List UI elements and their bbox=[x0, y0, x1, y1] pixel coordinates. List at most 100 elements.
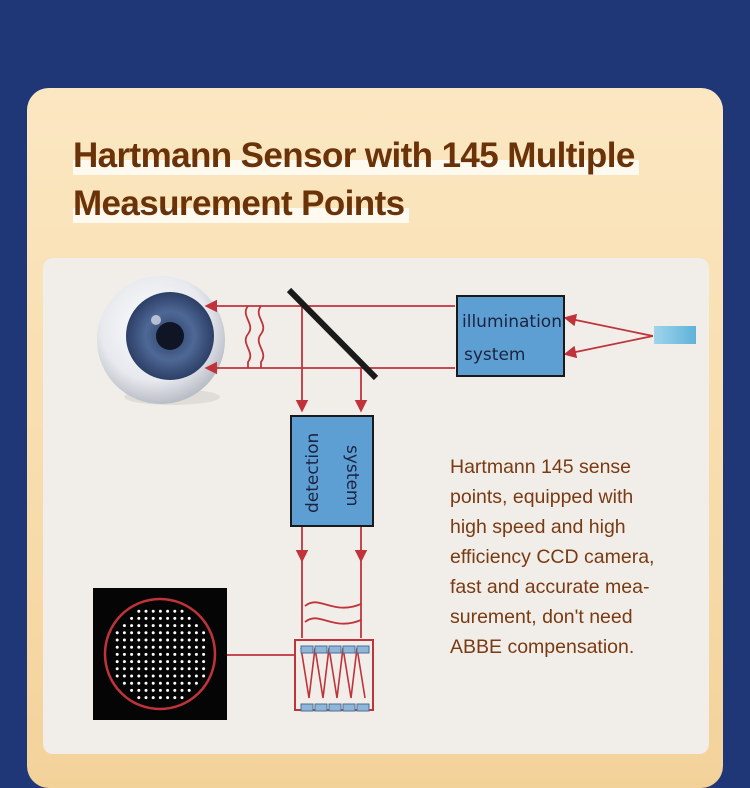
hartmann-diagram bbox=[93, 276, 696, 720]
spot-dot bbox=[151, 645, 155, 649]
spot-dot bbox=[173, 681, 177, 685]
spot-dot bbox=[166, 660, 170, 664]
spot-dot bbox=[202, 667, 206, 671]
spot-dot bbox=[194, 624, 198, 628]
spot-dot bbox=[173, 638, 177, 642]
description-text: Hartmann 145 sense points, equipped with… bbox=[450, 456, 655, 658]
spot-dot bbox=[137, 624, 141, 628]
spot-dot bbox=[137, 660, 141, 664]
spot-dot bbox=[166, 652, 170, 656]
spot-dot bbox=[137, 688, 141, 692]
spot-dot bbox=[180, 638, 184, 642]
spot-dot bbox=[144, 638, 148, 642]
spot-dot bbox=[122, 652, 126, 656]
spot-dot bbox=[122, 631, 126, 635]
spot-dot bbox=[137, 696, 141, 700]
spot-dot bbox=[194, 681, 198, 685]
illumination-label-line2: system bbox=[464, 345, 526, 365]
spot-dot bbox=[166, 638, 170, 642]
spot-dot bbox=[173, 616, 177, 620]
spot-dot bbox=[151, 688, 155, 692]
spot-dot bbox=[130, 631, 134, 635]
spot-dot bbox=[166, 667, 170, 671]
spot-dot bbox=[151, 616, 155, 620]
hartmann-spot-image bbox=[93, 588, 227, 720]
spot-dot bbox=[173, 609, 177, 613]
spot-dot bbox=[151, 638, 155, 642]
spot-dot bbox=[180, 645, 184, 649]
spot-dot bbox=[194, 638, 198, 642]
spot-dot bbox=[166, 645, 170, 649]
spot-dot bbox=[144, 624, 148, 628]
spot-dot bbox=[173, 667, 177, 671]
spot-dot bbox=[180, 667, 184, 671]
spot-dot bbox=[180, 696, 184, 700]
eye-illustration bbox=[97, 276, 225, 405]
detection-system-box bbox=[290, 415, 374, 527]
spot-dot bbox=[187, 674, 191, 678]
spot-dot bbox=[151, 681, 155, 685]
spot-dot bbox=[180, 660, 184, 664]
spot-dot bbox=[158, 681, 162, 685]
spot-dot bbox=[194, 645, 198, 649]
spot-dot bbox=[180, 624, 184, 628]
spot-dot bbox=[144, 609, 148, 613]
spot-dot bbox=[158, 645, 162, 649]
spot-dot bbox=[202, 645, 206, 649]
spot-dot bbox=[194, 674, 198, 678]
spot-dot bbox=[144, 631, 148, 635]
spot-dot bbox=[158, 631, 162, 635]
spot-dot bbox=[137, 616, 141, 620]
spot-dot bbox=[144, 696, 148, 700]
spot-dot bbox=[137, 609, 141, 613]
spot-dot bbox=[151, 696, 155, 700]
spot-dot bbox=[130, 624, 134, 628]
spot-dot bbox=[187, 631, 191, 635]
spot-dot bbox=[187, 616, 191, 620]
spot-dot bbox=[173, 696, 177, 700]
spot-dot bbox=[194, 631, 198, 635]
spot-dot bbox=[137, 631, 141, 635]
spot-dot bbox=[180, 609, 184, 613]
spot-dot bbox=[130, 681, 134, 685]
detection-label-line2: system bbox=[342, 445, 362, 507]
spot-dot bbox=[144, 681, 148, 685]
illumination-label-line1: illumination bbox=[462, 312, 562, 332]
spot-dot bbox=[151, 609, 155, 613]
spot-dot bbox=[187, 645, 191, 649]
spot-dot bbox=[166, 696, 170, 700]
spot-dot bbox=[144, 688, 148, 692]
spot-dot bbox=[137, 652, 141, 656]
spot-dot bbox=[202, 631, 206, 635]
spot-dot bbox=[180, 681, 184, 685]
spot-dot bbox=[187, 660, 191, 664]
spot-dot bbox=[144, 645, 148, 649]
spot-dot bbox=[122, 660, 126, 664]
spot-dot bbox=[115, 674, 119, 678]
spot-dot bbox=[187, 624, 191, 628]
title-line-1: Hartmann Sensor with 145 Multiple bbox=[73, 136, 639, 175]
spot-dot bbox=[144, 616, 148, 620]
spot-dot bbox=[173, 674, 177, 678]
spot-dot bbox=[151, 674, 155, 678]
spot-dot bbox=[122, 638, 126, 642]
spot-dot bbox=[122, 667, 126, 671]
spot-dot bbox=[180, 688, 184, 692]
spot-dot bbox=[194, 652, 198, 656]
spot-dot bbox=[115, 631, 119, 635]
spot-dot bbox=[144, 660, 148, 664]
spot-dot bbox=[158, 674, 162, 678]
spot-dot bbox=[144, 674, 148, 678]
spot-dot bbox=[158, 624, 162, 628]
spot-dot bbox=[187, 688, 191, 692]
spot-dot bbox=[151, 631, 155, 635]
spot-dot bbox=[158, 688, 162, 692]
spot-dot bbox=[202, 652, 206, 656]
spot-dot bbox=[180, 616, 184, 620]
spot-dot bbox=[115, 660, 119, 664]
spot-dot bbox=[166, 631, 170, 635]
spot-dot bbox=[130, 616, 134, 620]
spot-dot bbox=[202, 638, 206, 642]
spot-dot bbox=[158, 609, 162, 613]
detection-label-line1: detection bbox=[303, 432, 323, 513]
